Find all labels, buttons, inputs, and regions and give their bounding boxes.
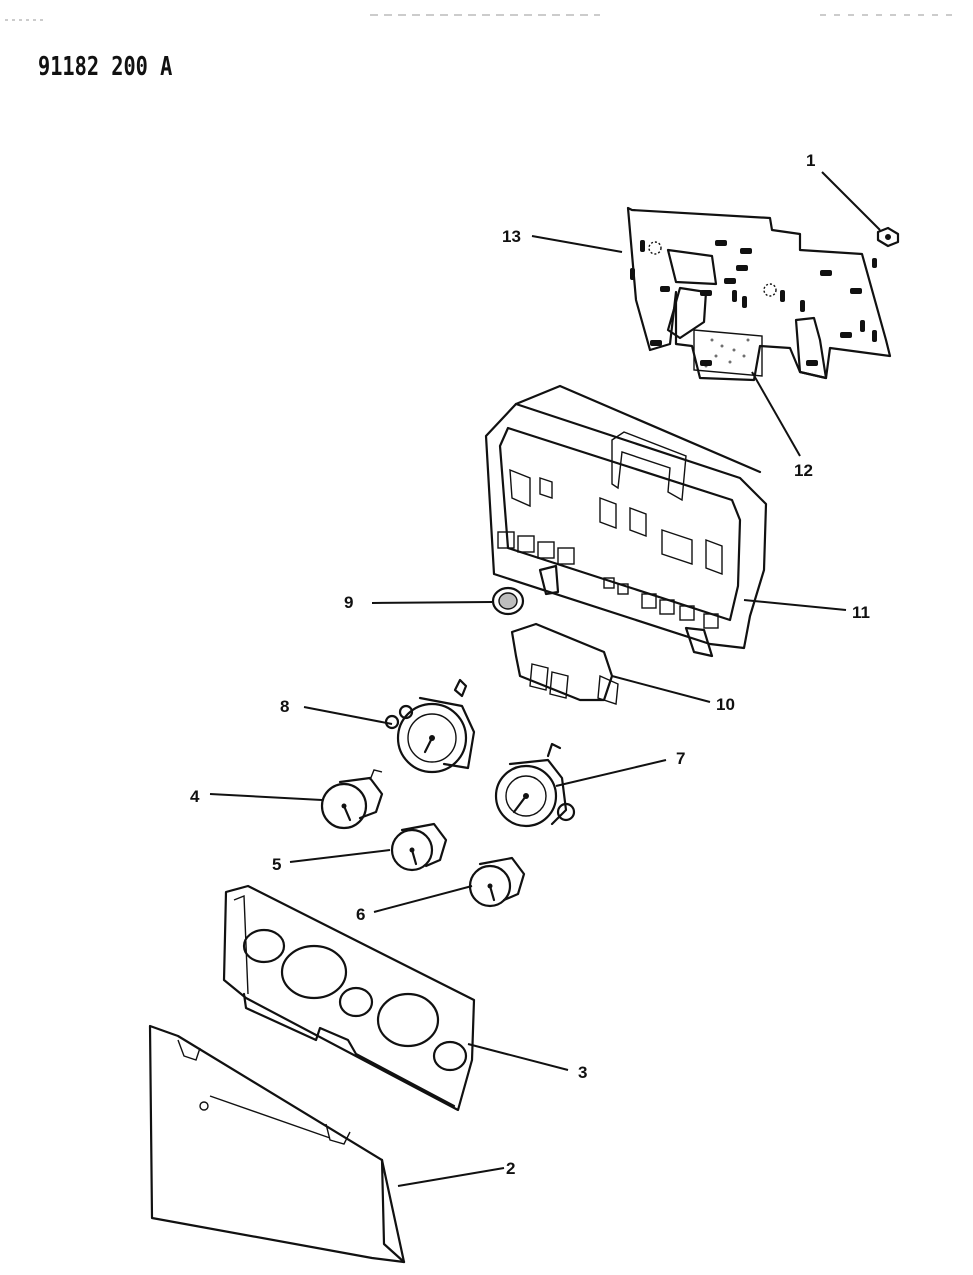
callout-10: 10 bbox=[716, 695, 735, 714]
callout-9: 9 bbox=[344, 593, 353, 612]
part-6-gauge bbox=[468, 856, 526, 908]
callout-8: 8 bbox=[280, 697, 289, 716]
part-4-gauge bbox=[320, 769, 384, 830]
callout-4: 4 bbox=[190, 787, 200, 806]
callout-1: 1 bbox=[806, 151, 815, 170]
part-3-bezel bbox=[222, 884, 476, 1112]
callout-3: 3 bbox=[578, 1063, 587, 1082]
callout-7: 7 bbox=[676, 749, 685, 768]
callout-11: 11 bbox=[852, 603, 870, 622]
scan-marks bbox=[5, 14, 960, 21]
part-7-gauge bbox=[494, 742, 576, 828]
part-8-gauge bbox=[384, 678, 476, 774]
callout-2: 2 bbox=[506, 1159, 515, 1178]
leader-lines bbox=[209, 171, 881, 1187]
callout-5: 5 bbox=[272, 855, 281, 874]
part-10-bracket bbox=[510, 622, 619, 705]
callout-labels: 1 2 3 4 5 6 7 8 9 10 11 12 13 bbox=[190, 151, 870, 1178]
part-2-lens bbox=[148, 1024, 406, 1264]
callout-13: 13 bbox=[502, 227, 521, 246]
part-13-circuit-board bbox=[626, 206, 892, 382]
part-9-socket bbox=[491, 586, 525, 616]
document-code: 91182 200 A bbox=[38, 52, 173, 82]
callout-12: 12 bbox=[794, 461, 813, 480]
part-5-gauge bbox=[390, 822, 448, 872]
part-11-cluster-housing bbox=[484, 384, 768, 658]
part-1-nut bbox=[876, 226, 900, 248]
callout-6: 6 bbox=[356, 905, 365, 924]
